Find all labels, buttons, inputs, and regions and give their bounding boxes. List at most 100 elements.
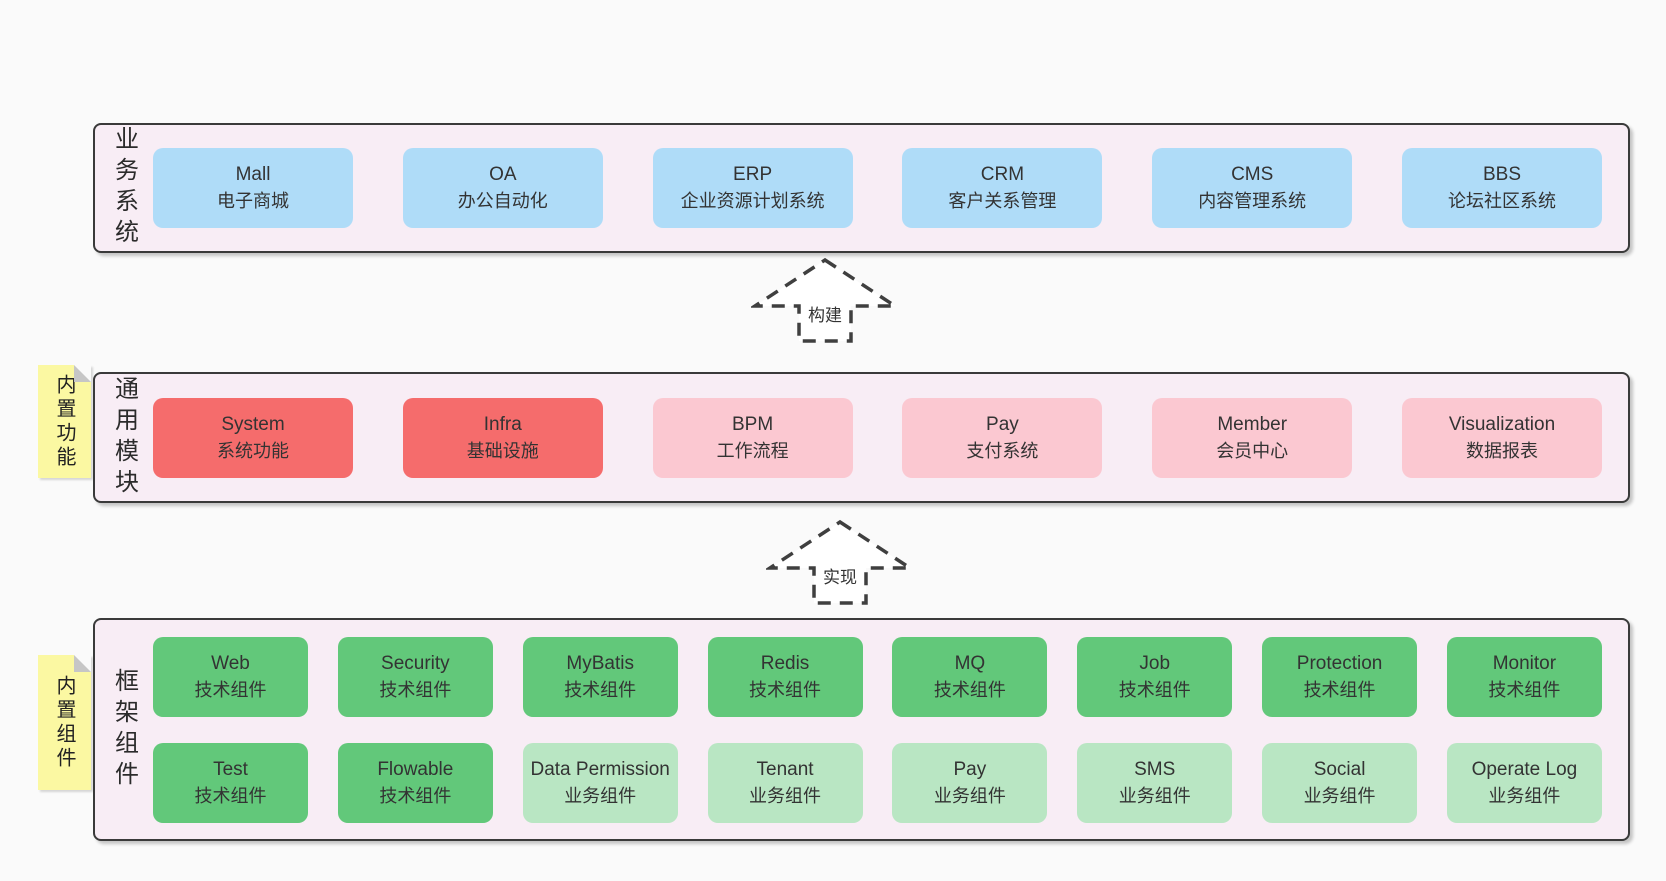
business-boxes: Mall 电子商城 OA 办公自动化 ERP 企业资源计划系统 CRM 客户关系… <box>153 125 1628 251</box>
box-subtitle: 业务组件 <box>749 785 822 806</box>
box-cms: CMS 内容管理系统 <box>1152 148 1353 228</box>
box-social: Social 业务组件 <box>1262 742 1418 823</box>
box-job: Job 技术组件 <box>1077 636 1233 717</box>
box-test: Test 技术组件 <box>153 742 308 823</box>
box-name: MyBatis <box>566 652 634 674</box>
box-subtitle: 支付系统 <box>966 440 1039 461</box>
box-name: Mall <box>235 164 271 185</box>
box-name: MQ <box>954 652 986 674</box>
box-operate-log: Operate Log 业务组件 <box>1446 742 1602 823</box>
box-member: Member 会员中心 <box>1152 397 1353 478</box>
box-subtitle: 业务组件 <box>1118 785 1191 806</box>
box-name: Redis <box>760 652 810 674</box>
box-name: ERP <box>733 164 773 185</box>
box-oa: OA 办公自动化 <box>402 148 603 228</box>
box-tenant: Tenant 业务组件 <box>707 742 863 823</box>
box-sms: SMS 业务组件 <box>1077 742 1233 823</box>
box-name: Security <box>381 652 450 674</box>
box-name: BBS <box>1482 164 1521 185</box>
box-name: Pay <box>953 758 987 780</box>
box-subtitle: 数据报表 <box>1465 440 1538 461</box>
box-name: SMS <box>1134 758 1176 780</box>
box-system: System 系统功能 <box>153 397 353 478</box>
box-pay: Pay 支付系统 <box>902 397 1103 478</box>
box-subtitle: 技术组件 <box>1488 679 1561 700</box>
box-subtitle: 系统功能 <box>217 440 289 461</box>
box-subtitle: 内容管理系统 <box>1198 191 1307 211</box>
box-name: System <box>221 413 285 435</box>
box-subtitle: 工作流程 <box>716 440 789 461</box>
box-mq: MQ 技术组件 <box>892 636 1048 717</box>
module-boxes: System 系统功能 Infra 基础设施 BPM 工作流程 Pay 支付系统… <box>153 374 1628 501</box>
box-pay-component: Pay 业务组件 <box>892 742 1048 823</box>
box-name: Social <box>1313 758 1366 780</box>
box-protection: Protection 技术组件 <box>1262 636 1418 717</box>
box-name: Pay <box>986 413 1019 435</box>
band-title-common-modules: 通用模块 <box>110 375 138 500</box>
box-name: Web <box>211 652 250 674</box>
box-bbs: BBS 论坛社区系统 <box>1401 148 1602 228</box>
box-name: Flowable <box>377 758 454 780</box>
box-subtitle: 技术组件 <box>1303 679 1376 700</box>
box-web: Web 技术组件 <box>153 636 308 717</box>
box-bpm: BPM 工作流程 <box>652 397 853 478</box>
sticky-note-built-in-components: 内置组件 <box>38 655 91 790</box>
build-arrow: 构建 <box>751 256 899 344</box>
box-name: CMS <box>1231 164 1274 185</box>
box-subtitle: 技术组件 <box>749 679 822 700</box>
box-data-permission: Data Permission 业务组件 <box>522 742 678 823</box>
box-subtitle: 客户关系管理 <box>948 191 1057 211</box>
box-monitor: Monitor 技术组件 <box>1446 636 1602 717</box>
box-name: CRM <box>980 164 1025 185</box>
box-subtitle: 技术组件 <box>564 679 637 700</box>
box-mybatis: MyBatis 技术组件 <box>522 636 678 717</box>
box-subtitle: 电子商城 <box>217 191 289 211</box>
arrow-label: 实现 <box>819 562 861 589</box>
band-title-business-systems: 业务系统 <box>110 126 138 250</box>
box-subtitle: 技术组件 <box>194 785 267 806</box>
box-mall: Mall 电子商城 <box>153 148 353 228</box>
box-subtitle: 业务组件 <box>1488 785 1561 806</box>
sticky-label: 内置组件 <box>53 674 75 771</box>
box-security: Security 技术组件 <box>337 636 493 717</box>
component-rows: Web 技术组件 Security 技术组件 MyBatis 技术组件 Redi… <box>153 620 1628 839</box>
box-subtitle: 业务组件 <box>933 785 1006 806</box>
box-name: BPM <box>732 413 774 435</box>
box-subtitle: 技术组件 <box>1118 679 1191 700</box>
box-subtitle: 会员中心 <box>1216 440 1289 461</box>
box-name: Test <box>213 758 248 780</box>
arrow-label: 构建 <box>804 300 846 327</box>
box-subtitle: 办公自动化 <box>457 191 548 211</box>
box-name: Job <box>1139 652 1171 674</box>
box-name: OA <box>489 164 517 185</box>
box-subtitle: 企业资源计划系统 <box>680 191 825 211</box>
box-subtitle: 基础设施 <box>466 440 539 461</box>
box-erp: ERP 企业资源计划系统 <box>652 148 853 228</box>
box-name: Operate Log <box>1471 758 1578 780</box>
box-infra: Infra 基础设施 <box>402 397 603 478</box>
box-name: Visualization <box>1448 413 1556 435</box>
box-redis: Redis 技术组件 <box>707 636 863 717</box>
box-subtitle: 论坛社区系统 <box>1447 191 1556 211</box>
sticky-label: 内置功能 <box>53 373 75 470</box>
implement-arrow: 实现 <box>766 518 914 606</box>
box-subtitle: 技术组件 <box>379 679 452 700</box>
box-subtitle: 技术组件 <box>379 785 452 806</box>
box-name: Data Permission <box>530 758 670 780</box>
sticky-note-built-in-functions: 内置功能 <box>38 365 91 478</box>
band-title-framework-components: 框架组件 <box>110 667 138 792</box>
box-subtitle: 技术组件 <box>194 679 267 700</box>
box-name: Protection <box>1296 652 1383 674</box>
box-name: Tenant <box>756 758 814 780</box>
component-row-2: Test 技术组件 Flowable 技术组件 Data Permission … <box>153 742 1602 823</box>
box-subtitle: 业务组件 <box>564 785 637 806</box>
box-name: Monitor <box>1492 652 1557 674</box>
band-framework-components: 框架组件 Web 技术组件 Security 技术组件 MyBatis 技术组件… <box>93 618 1630 841</box>
box-crm: CRM 客户关系管理 <box>902 148 1103 228</box>
box-subtitle: 技术组件 <box>933 679 1006 700</box>
band-business-systems: 业务系统 Mall 电子商城 OA 办公自动化 ERP 企业资源计划系统 CRM… <box>93 123 1630 253</box>
box-visualization: Visualization 数据报表 <box>1401 397 1602 478</box>
box-subtitle: 业务组件 <box>1303 785 1376 806</box>
component-row-1: Web 技术组件 Security 技术组件 MyBatis 技术组件 Redi… <box>153 636 1602 717</box>
